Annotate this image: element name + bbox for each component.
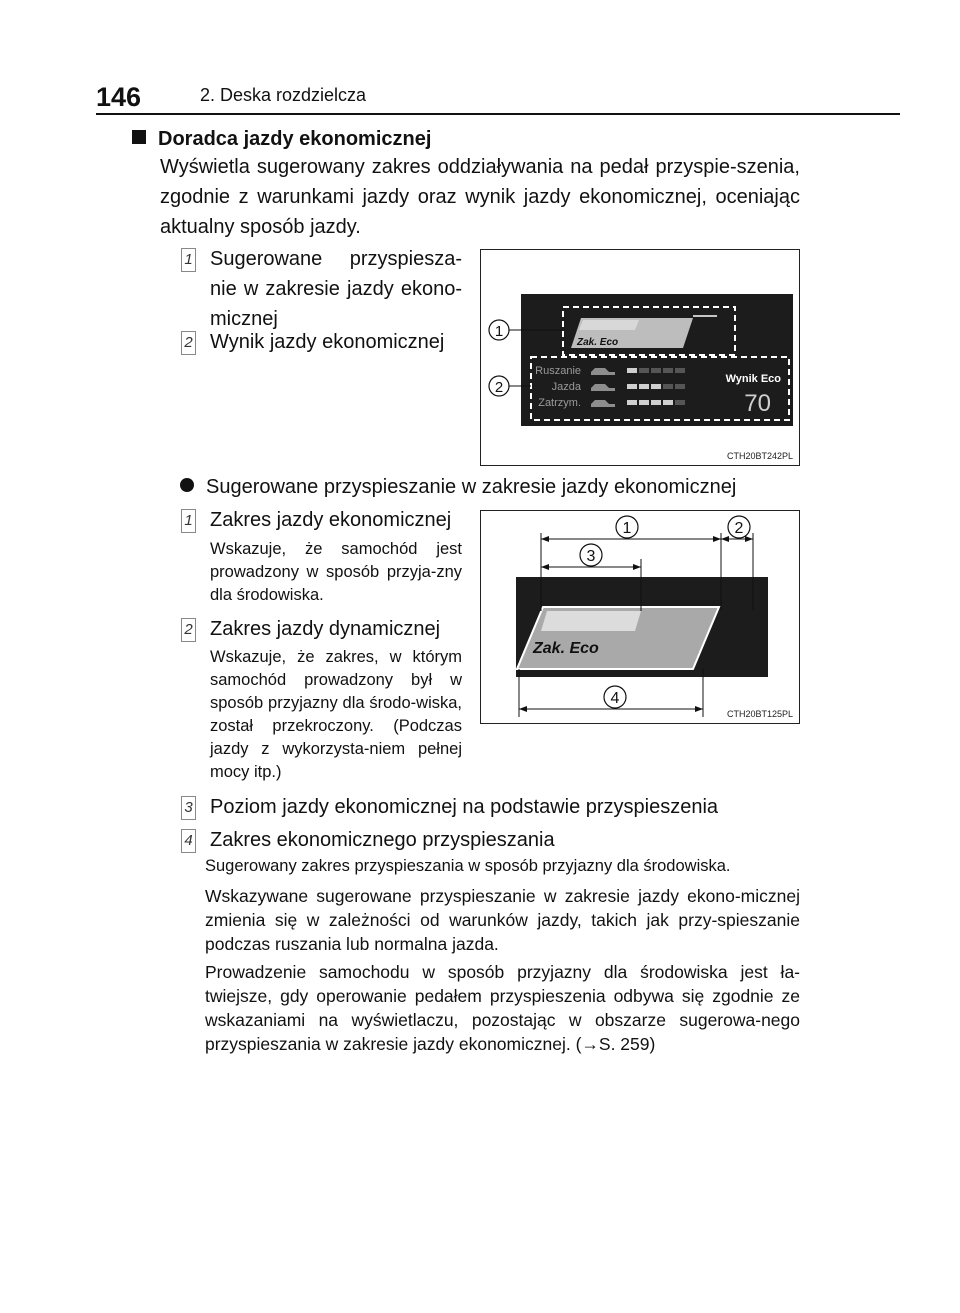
section-heading: Doradca jazdy ekonomicznej <box>132 128 431 151</box>
callout-1: 1 <box>495 323 503 340</box>
fig2-item-1-title: Zakres jazdy ekonomicznej <box>210 509 452 531</box>
square-bullet-icon <box>132 130 146 144</box>
fig1-item-1-text: Sugerowane przyspiesza-nie w zakresie ja… <box>210 248 462 330</box>
bullet-text: Sugerowane przyspieszanie w zakresie jaz… <box>206 476 737 498</box>
round-bullet-icon <box>180 478 194 492</box>
item-3-title: Poziom jazdy ekonomicznej na podstawie p… <box>210 796 719 818</box>
callout-2: 2 <box>735 520 744 537</box>
bullet-heading: Sugerowane przyspieszanie w zakresie jaz… <box>180 476 736 499</box>
chapter-title: 2. Deska rozdzielcza <box>200 85 367 105</box>
callout-circle <box>615 515 639 539</box>
dimension-lines <box>518 533 754 717</box>
fig2-item-2-desc: Wskazuje, że zakres, w którym samochód p… <box>210 648 462 781</box>
eco-range-figure: Zak. Eco 1 2 3 4 CTH20BT125PL <box>480 510 800 724</box>
eco-range-illustration: Zak. Eco 1 2 3 4 <box>515 515 768 717</box>
zak-eco-label: Zak. Eco <box>532 640 599 657</box>
figure-code: CTH20BT242PL <box>726 451 793 461</box>
item-number-box: 3 <box>181 796 196 820</box>
callout-circle <box>727 515 751 539</box>
eco-display-figure: Zak. Eco Ruszanie Jazda Zatrzym. Wynik E… <box>480 249 800 466</box>
wynik-eco-value: 70 <box>744 390 771 417</box>
section-title: Doradca jazdy ekonomicznej <box>158 128 432 150</box>
row-label-ruszanie: Ruszanie <box>535 365 581 377</box>
paragraph-1: Wskazywane sugerowane przyspieszanie w z… <box>205 886 800 954</box>
callout-1: 1 <box>623 520 632 537</box>
header-rule <box>96 113 900 115</box>
paragraph-2: Prowadzenie samochodu w sposób przyjazny… <box>205 962 800 1054</box>
wynik-eco-label: Wynik Eco <box>726 373 782 385</box>
item-number-box: 4 <box>181 829 196 853</box>
item-number-box: 1 <box>181 248 196 272</box>
car-icon <box>591 368 615 407</box>
callout-2: 2 <box>495 379 503 396</box>
fig1-item-2-text: Wynik jazdy ekonomicznej <box>210 331 445 353</box>
item-4-desc: Sugerowany zakres przyspieszania w sposó… <box>205 857 731 875</box>
callout-circle <box>579 543 603 567</box>
item-number-box: 2 <box>181 618 196 642</box>
callout-3: 3 <box>587 548 596 565</box>
row-label-jazda: Jazda <box>552 381 582 393</box>
fig2-item-2-title: Zakres jazdy dynamicznej <box>210 618 441 640</box>
callout-4: 4 <box>611 690 620 707</box>
eco-display-illustration: Zak. Eco Ruszanie Jazda Zatrzym. Wynik E… <box>488 294 793 426</box>
item-4-title: Zakres ekonomicznego przyspieszania <box>210 829 555 851</box>
row-label-zatrzym: Zatrzym. <box>538 397 581 409</box>
eco-level-bars <box>627 368 685 405</box>
item-number-box: 2 <box>181 331 196 355</box>
fig2-item-1-desc: Wskazuje, że samochód jest prowadzony w … <box>210 540 462 604</box>
item-number-box: 1 <box>181 509 196 533</box>
page-number: 146 <box>96 82 142 112</box>
dimension-arrowheads <box>519 536 753 712</box>
figure-code: CTH20BT125PL <box>726 709 793 719</box>
zak-eco-label: Zak. Eco <box>576 337 618 348</box>
callout-circle <box>603 685 627 709</box>
section-intro: Wyświetla sugerowany zakres oddziaływani… <box>160 156 800 238</box>
